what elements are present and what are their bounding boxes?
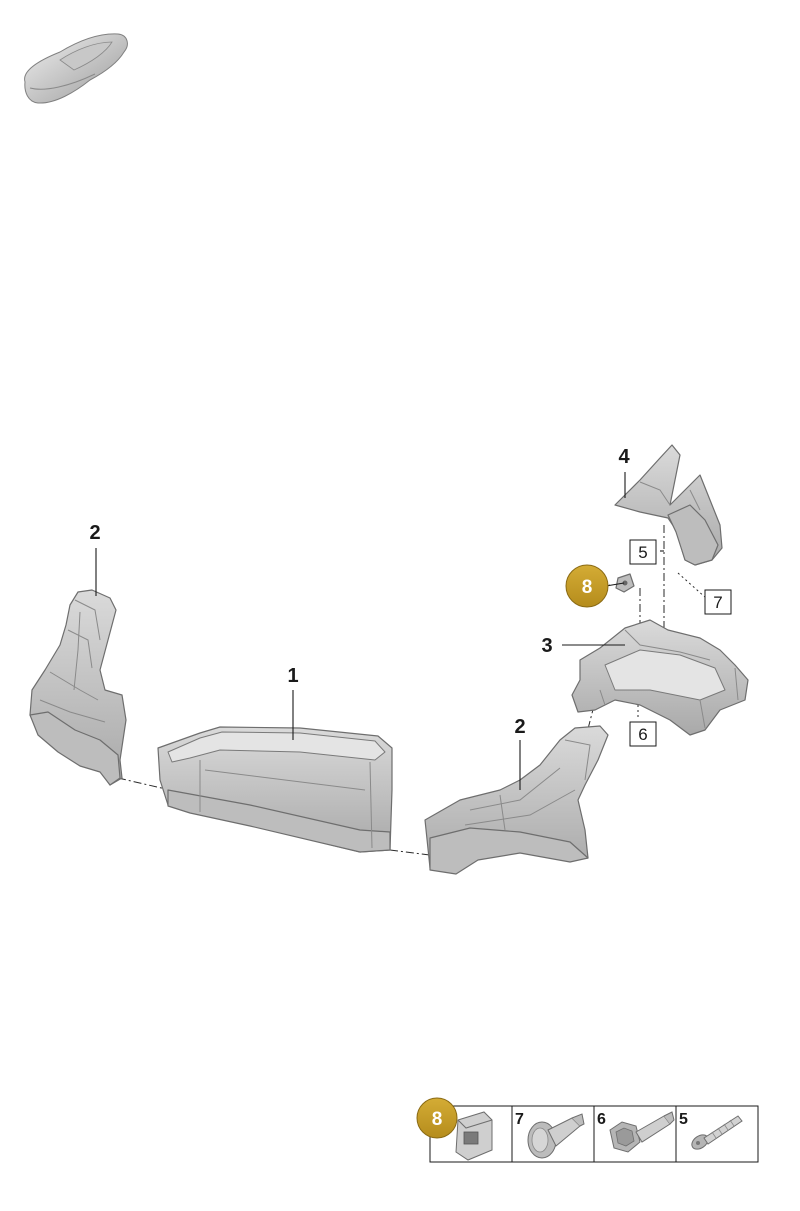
callout-1: 1 xyxy=(287,665,298,687)
part-1-center-air-duct[interactable] xyxy=(157,726,393,853)
svg-text:7: 7 xyxy=(713,593,722,612)
hardware-badge-8[interactable]: 8 xyxy=(416,1097,458,1139)
hex-bolt-icon xyxy=(609,1111,675,1153)
callout-8-badge[interactable]: 8 xyxy=(565,564,609,608)
boxed-callout-6: 6 xyxy=(629,721,657,747)
svg-text:5: 5 xyxy=(679,1111,688,1128)
leader-lines xyxy=(95,472,664,790)
screw-icon xyxy=(691,1115,743,1150)
part-3-bracket-duct[interactable] xyxy=(571,619,749,736)
hardware-strip: 7 6 5 xyxy=(429,1105,759,1163)
callout-3: 3 xyxy=(541,635,552,657)
hardware-cell-5[interactable]: 5 xyxy=(679,1111,743,1152)
svg-text:6: 6 xyxy=(638,725,647,744)
hardware-cell-7[interactable]: 7 xyxy=(515,1111,585,1159)
callout-4: 4 xyxy=(618,446,630,468)
svg-text:8: 8 xyxy=(432,1109,443,1130)
part-4-upper-air-guide[interactable] xyxy=(614,444,723,566)
svg-text:8: 8 xyxy=(582,577,593,598)
part-2-left-air-duct[interactable] xyxy=(29,589,127,786)
car-silhouette-icon[interactable] xyxy=(24,33,128,104)
clip-nut-icon xyxy=(455,1111,493,1161)
boxed-callout-5: 5 xyxy=(629,539,657,565)
hardware-cell-6[interactable]: 6 xyxy=(597,1111,675,1153)
part-2-right-air-duct[interactable] xyxy=(424,725,609,875)
callout-2-left: 2 xyxy=(89,522,100,544)
svg-text:6: 6 xyxy=(597,1111,606,1128)
hardware-cell-8[interactable] xyxy=(455,1111,493,1161)
svg-text:7: 7 xyxy=(515,1111,524,1128)
clip-nut-part[interactable] xyxy=(615,573,635,593)
push-rivet-icon xyxy=(527,1113,585,1159)
boxed-callout-7: 7 xyxy=(704,589,732,615)
svg-text:5: 5 xyxy=(638,543,647,562)
callout-2-right: 2 xyxy=(514,716,525,738)
